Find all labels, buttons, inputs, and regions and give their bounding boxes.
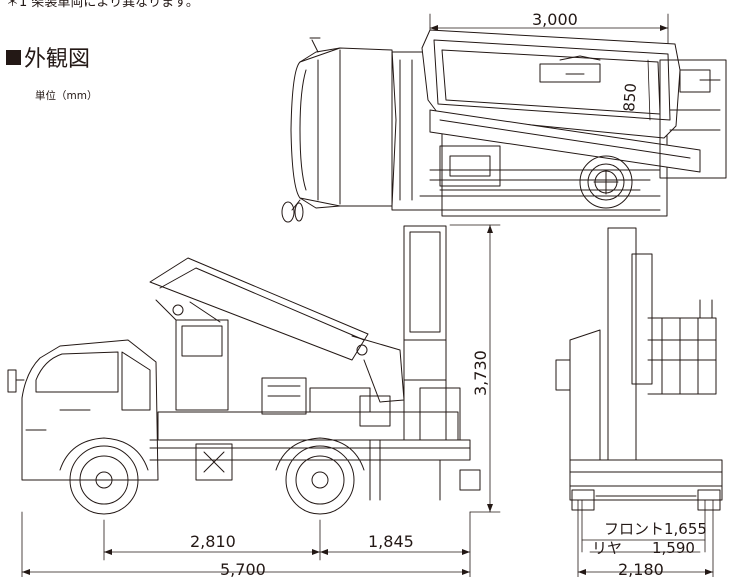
- dim-wheelbase: 2,810: [190, 532, 236, 551]
- dim-rear-overhang: 1,845: [368, 532, 414, 551]
- side-view: [7, 224, 501, 577]
- dim-top-length: 3,000: [532, 10, 578, 29]
- dim-overall-length: 5,700: [220, 560, 266, 577]
- section-title: 外観図: [6, 41, 90, 73]
- footnote-text: ＊1 架装車両により異なります。: [6, 0, 199, 10]
- square-bullet-icon: [6, 50, 21, 65]
- rear-view: [555, 227, 723, 577]
- dim-overall-width: 2,180: [618, 560, 664, 577]
- dim-height: 3,730: [471, 350, 490, 396]
- top-view: [281, 13, 727, 223]
- dim-rear-tread-label: リヤ: [592, 539, 622, 557]
- section-title-text: 外観図: [24, 47, 91, 72]
- dim-top-width: 850: [620, 82, 640, 112]
- dim-rear-tread-value: 1,590: [652, 539, 695, 557]
- unit-label: 単位（mm）: [35, 90, 98, 102]
- dim-front-tread: フロント1,655: [604, 520, 707, 538]
